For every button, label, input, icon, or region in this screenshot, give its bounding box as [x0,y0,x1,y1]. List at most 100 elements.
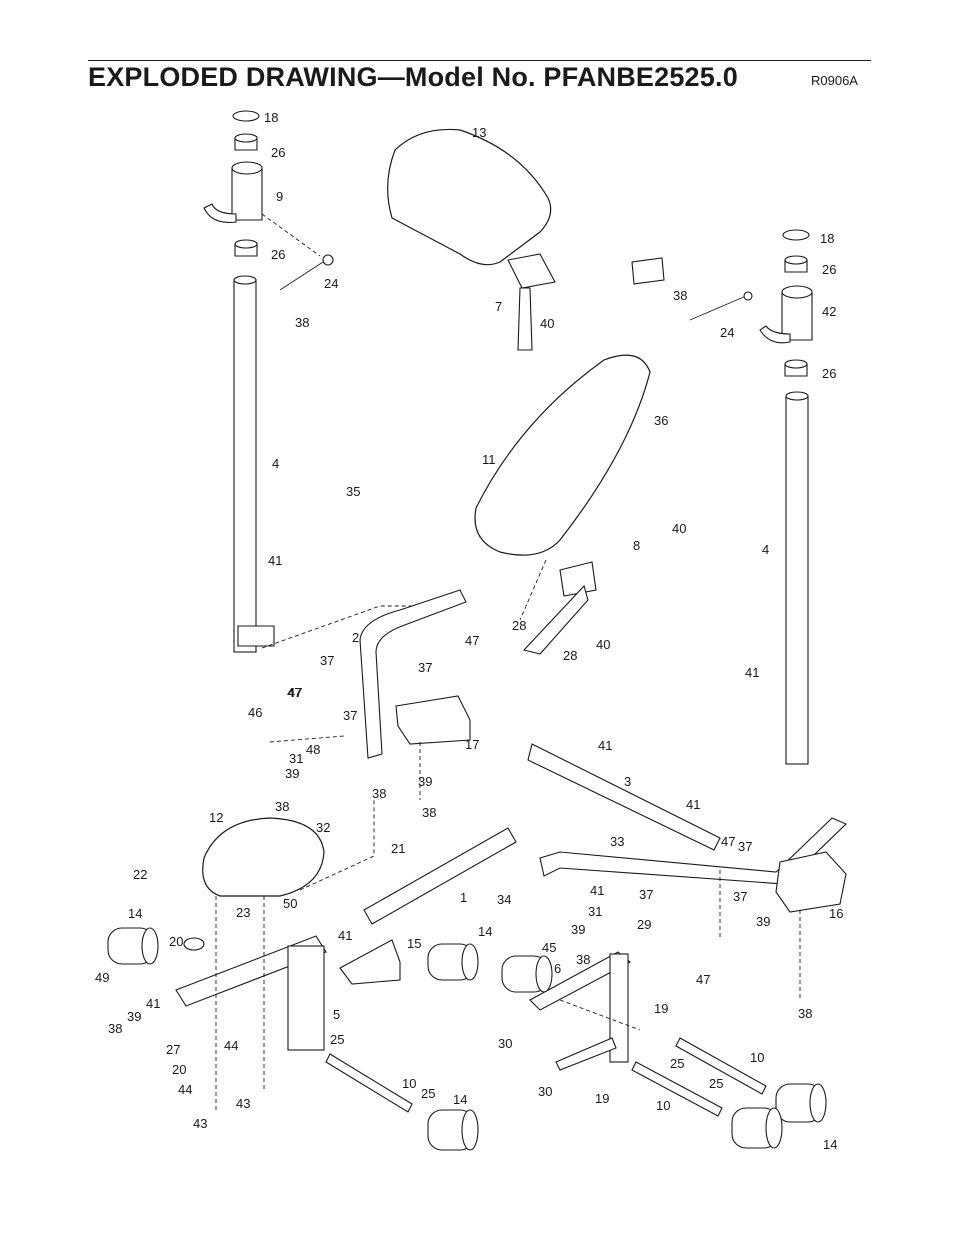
tube-10-b [675,1037,767,1095]
callout-5: 5 [333,1007,340,1022]
callout-6: 6 [554,961,561,976]
callout-26: 26 [271,247,285,262]
callout-28: 28 [512,618,526,633]
backrest-bracket-8 [559,561,597,597]
callout-32: 32 [316,820,330,835]
callout-42: 42 [822,304,836,319]
callout-45: 45 [542,940,556,955]
callout-19: 19 [595,1091,609,1106]
callout-38: 38 [295,315,309,330]
upright-4-right [785,395,809,765]
seat-post-5 [287,945,325,1051]
callout-35: 35 [346,484,360,499]
callout-39: 39 [285,766,299,781]
callout-9: 9 [276,189,283,204]
pin-24-right [689,295,747,321]
sleeve-bracket-9 [203,203,237,223]
callout-37: 37 [733,889,747,904]
front-stabilizer-17 [395,695,471,745]
callout-33: 33 [610,834,624,849]
callout-30: 30 [538,1084,552,1099]
callout-1: 1 [460,890,467,905]
callout-41: 41 [268,553,282,568]
callout-49: 49 [95,970,109,985]
left-upright-stack [203,110,456,653]
callout-38: 38 [108,1021,122,1036]
callout-38: 38 [673,288,687,303]
tube-10-c [631,1061,723,1117]
end-cap-18-left [232,110,260,122]
leg-frame-6 [529,951,631,1011]
callout-41: 41 [590,883,604,898]
leg-post-6 [609,953,629,1063]
end-cap-18-right [782,229,810,241]
callout-46: 46 [248,705,262,720]
callout-11: 11 [482,452,496,467]
callout-41: 41 [686,797,700,812]
callout-31: 31 [289,751,303,766]
callout-38: 38 [372,786,386,801]
callout-4: 4 [762,542,769,557]
callout-13: 13 [472,125,486,140]
callout-41: 41 [745,665,759,680]
callout-38: 38 [275,799,289,814]
main-frame [363,743,847,1071]
callout-36: 36 [654,413,668,428]
callout-39: 39 [756,914,770,929]
callout-47: 47 [287,685,301,700]
callout-37: 37 [320,653,334,668]
callout-24: 24 [324,276,338,291]
callout-41: 41 [598,738,612,753]
callout-14: 14 [128,906,142,921]
callout-39: 39 [418,774,432,789]
callout-29: 29 [637,917,651,932]
callout-26: 26 [271,145,285,160]
callout-44: 44 [178,1082,192,1097]
callout-48: 48 [306,742,320,757]
callout-30: 30 [498,1036,512,1051]
callout-10: 10 [750,1050,764,1065]
callout-19: 19 [654,1001,668,1016]
callout-37: 37 [639,887,653,902]
callout-26: 26 [822,366,836,381]
callout-39: 39 [571,922,585,937]
roller-pads [107,927,827,1151]
callout-18: 18 [264,110,278,125]
rear-stabilizer-16 [775,851,847,913]
callout-39: 39 [127,1009,141,1024]
pivot-sleeve-42 [781,292,813,341]
callout-25: 25 [709,1076,723,1091]
callout-40: 40 [540,316,554,331]
callout-2: 2 [352,630,359,645]
callout-18: 18 [820,231,834,246]
callout-38: 38 [422,805,436,820]
callout-3: 3 [624,774,631,789]
callout-28: 28 [563,648,577,663]
callout-37: 37 [738,839,752,854]
callout-43: 43 [193,1116,207,1131]
stabilizer-15 [339,939,401,985]
callout-25: 25 [330,1032,344,1047]
callout-50: 50 [283,896,297,911]
callout-8: 8 [633,538,640,553]
callout-10: 10 [402,1076,416,1091]
rear-frame-2 [359,589,471,759]
callout-37: 37 [343,708,357,723]
callout-7: 7 [495,299,502,314]
callout-25: 25 [670,1056,684,1071]
callout-24: 24 [720,325,734,340]
backrest-arm-8 [522,584,589,655]
frame-33 [539,817,847,885]
drawing-code: R0906A [811,73,858,88]
callout-20: 20 [169,934,183,949]
callout-14: 14 [453,1092,467,1107]
pad-bracket-7 [507,253,556,289]
callout-38: 38 [576,952,590,967]
callout-38: 38 [798,1006,812,1021]
callout-22: 22 [133,867,147,882]
frame-3 [527,743,721,851]
callout-44: 44 [224,1038,238,1053]
tube-10-a [325,1053,413,1113]
callout-12: 12 [209,810,223,825]
